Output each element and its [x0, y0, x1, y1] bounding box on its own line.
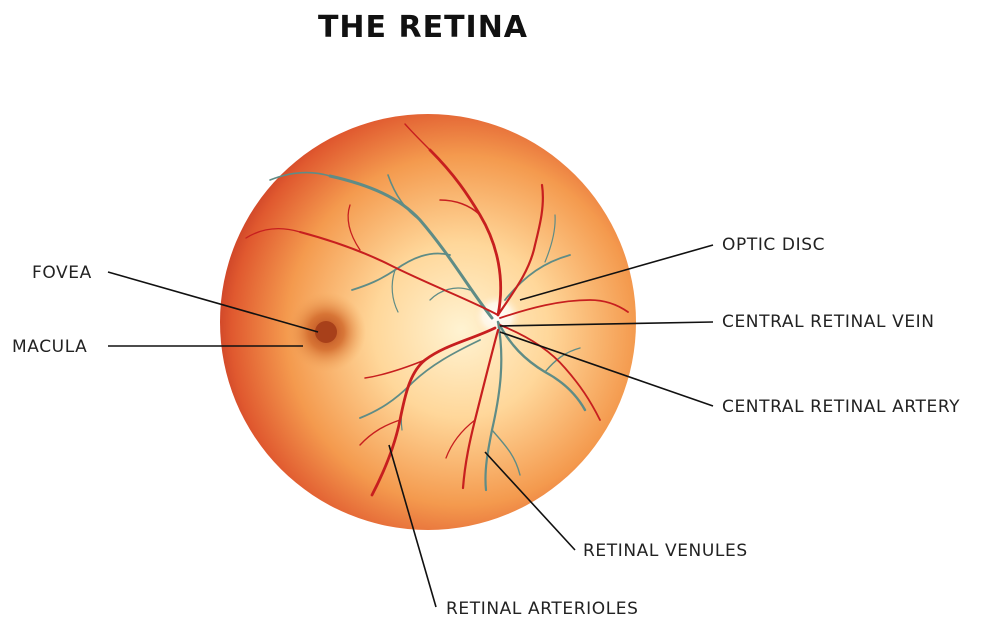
retinal-arterioles: [245, 123, 629, 497]
optic-disc-shape: [473, 294, 521, 338]
leader-retinal-venules: [484, 451, 576, 551]
leader-optic-disc: [519, 244, 714, 301]
leader-lines: [107, 244, 714, 608]
leader-central-retinal-artery: [499, 331, 714, 407]
label-central-retinal-artery: CENTRAL RETINAL ARTERY: [722, 397, 961, 417]
retinal-venules: [269, 171, 587, 492]
label-optic-disc: OPTIC DISC: [722, 235, 826, 255]
leader-retinal-arterioles: [388, 444, 437, 608]
label-retinal-arterioles: RETINAL ARTERIOLES: [446, 599, 639, 619]
fovea-center: [315, 321, 337, 343]
diagram-title: THE RETINA: [317, 10, 529, 45]
retina-fundus: [220, 114, 636, 530]
label-fovea: FOVEA: [32, 263, 92, 283]
leader-fovea: [107, 271, 319, 333]
label-retinal-venules: RETINAL VENULES: [583, 541, 748, 561]
leader-central-retinal-vein: [499, 321, 714, 327]
label-central-retinal-vein: CENTRAL RETINAL VEIN: [722, 312, 935, 332]
label-macula: MACULA: [12, 337, 88, 357]
